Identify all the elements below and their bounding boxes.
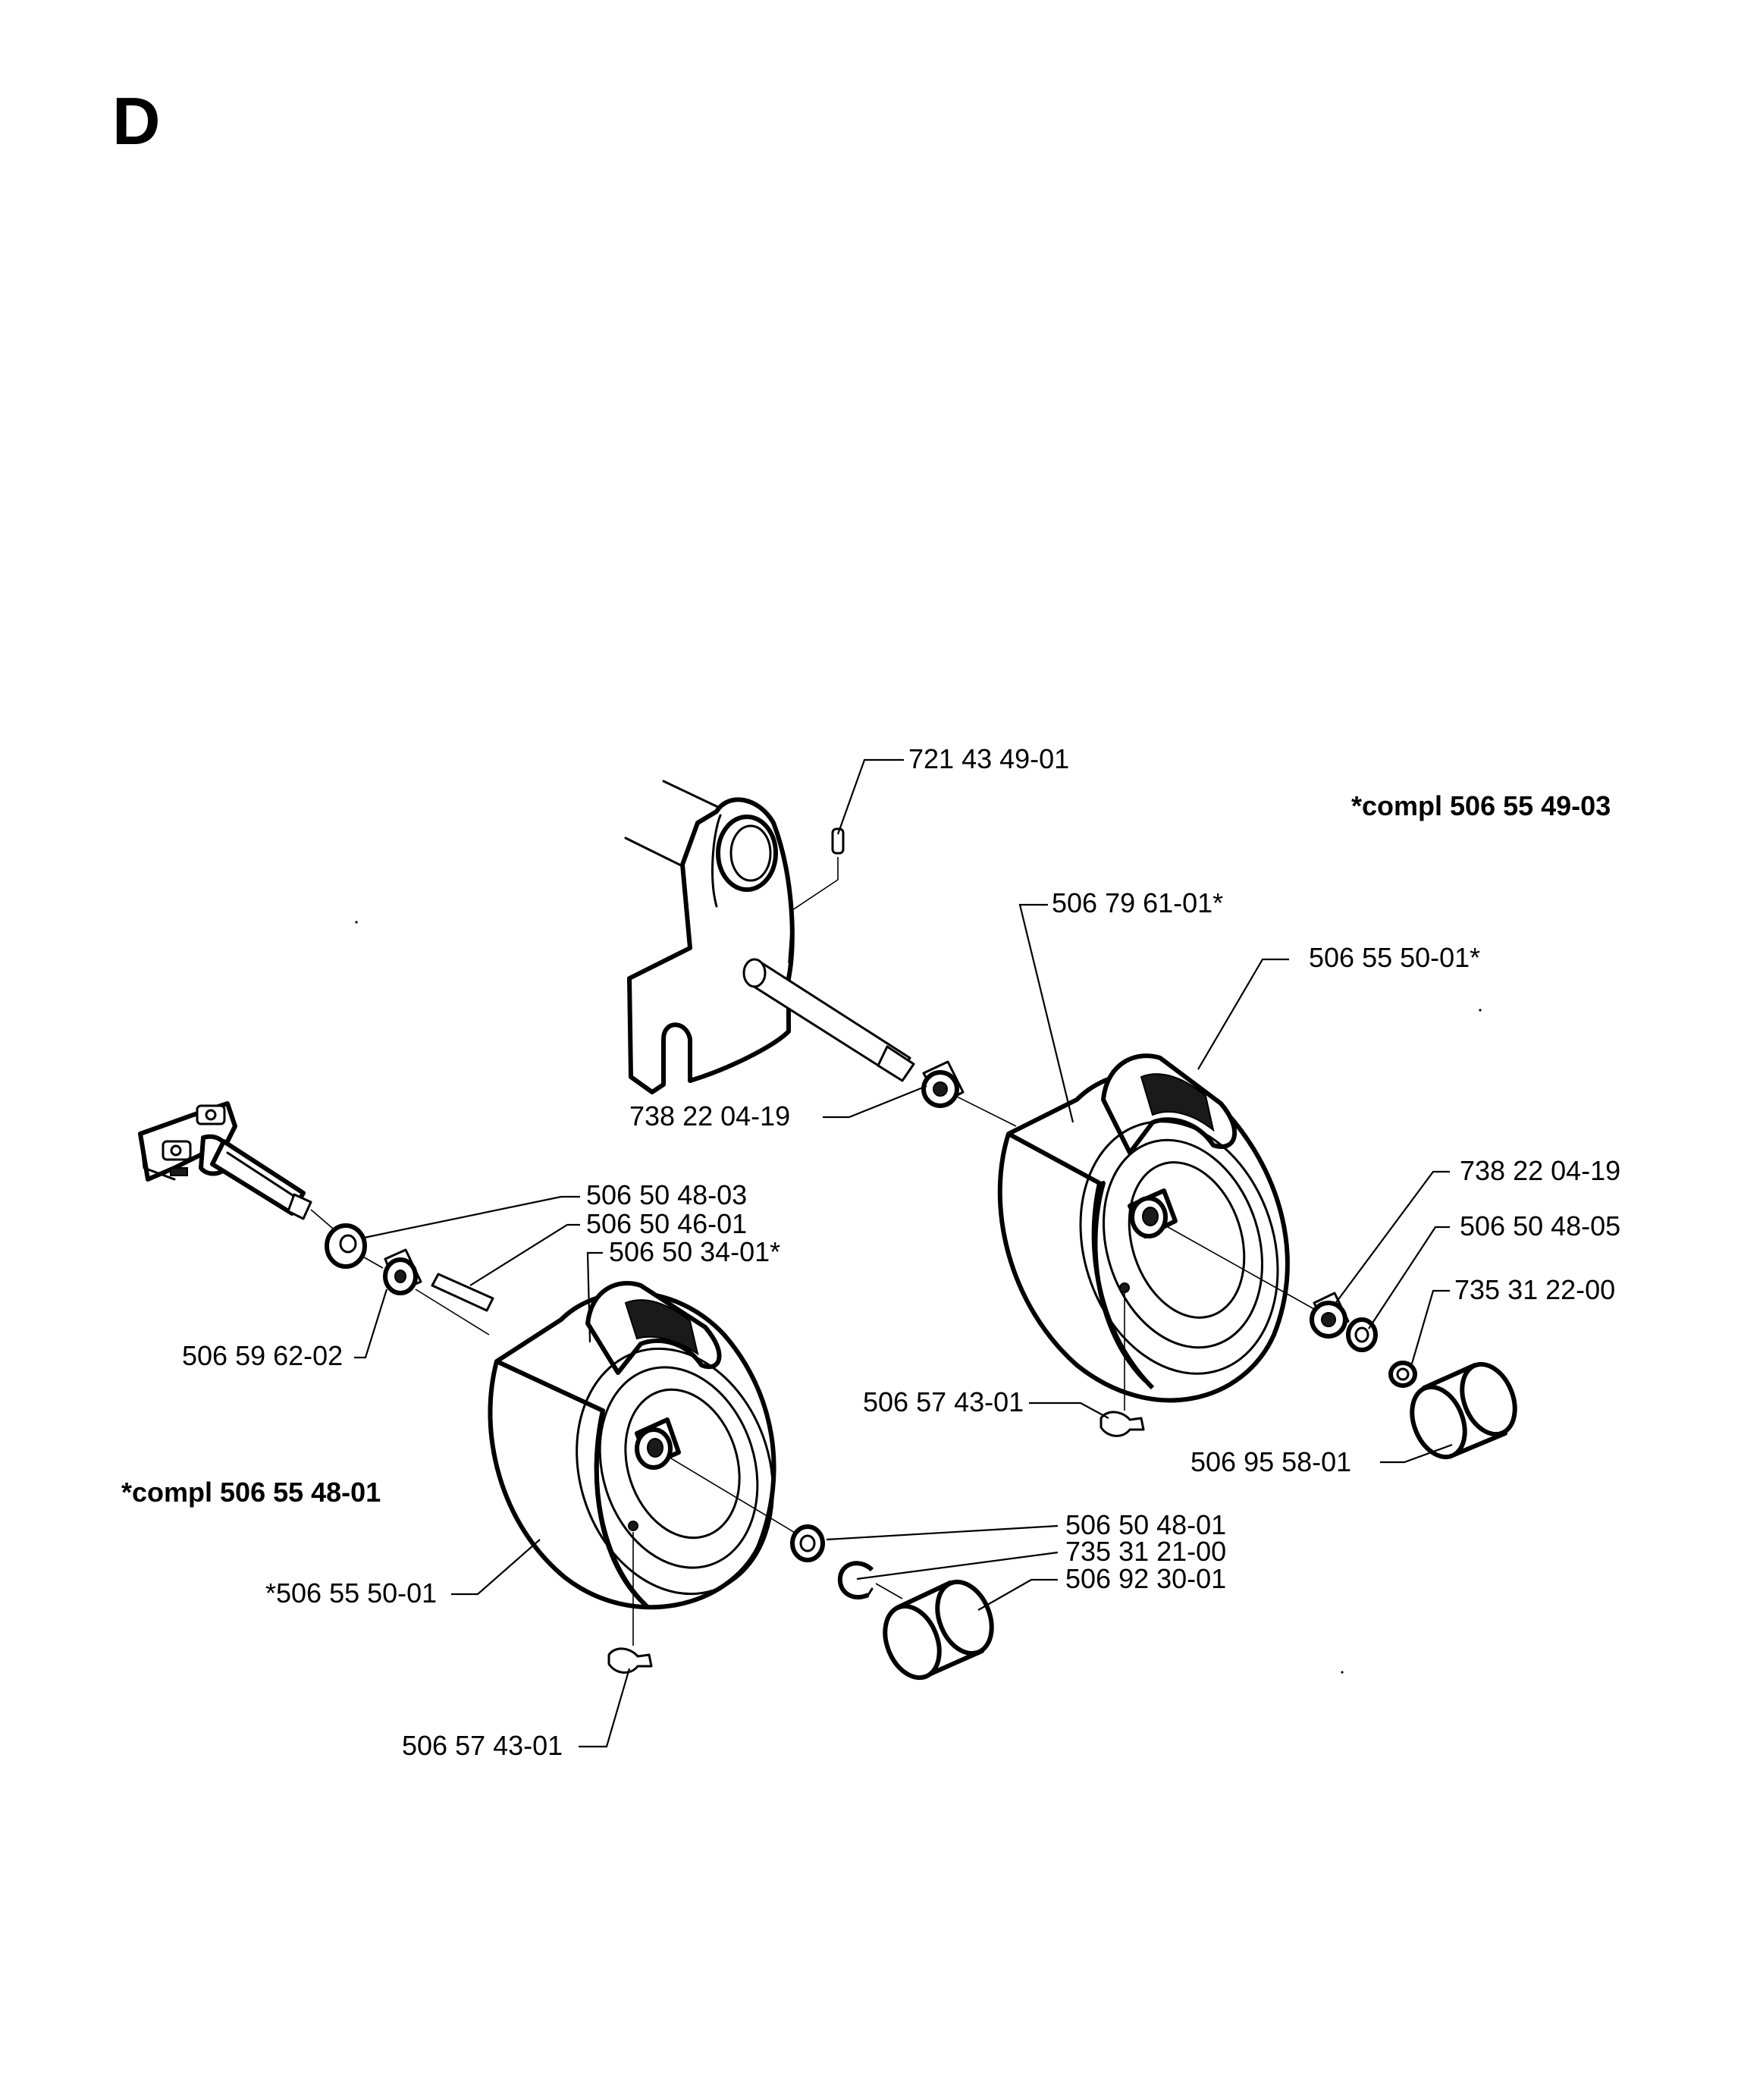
clip-left (837, 1561, 874, 1600)
bearing-axle (921, 1060, 965, 1108)
callout-506-92-30-01: 506 92 30-01 (1065, 1563, 1226, 1594)
callout-506-57-43-01-left: 506 57 43-01 (402, 1730, 563, 1761)
assembly-label-left: *compl 506 55 48-01 (121, 1477, 381, 1508)
washer-left-hub (790, 1524, 825, 1562)
callout-738-22-04-19-right: 738 22 04-19 (1460, 1155, 1620, 1186)
callout-506-50-46-01: 506 50 46-01 (586, 1208, 747, 1239)
left-wheel (488, 1281, 776, 1610)
leader-lines (354, 758, 1453, 1748)
right-wheel (997, 1053, 1290, 1403)
hub-cap-left (883, 1579, 994, 1681)
axle-bracket (624, 780, 795, 1094)
valve-cap-right (1100, 1293, 1145, 1437)
callout-721-43-49-01: 721 43 49-01 (908, 743, 1069, 774)
bearing-right (1310, 1292, 1350, 1339)
axle-shaft (742, 958, 915, 1082)
callout-506-50-48-03: 506 50 48-03 (586, 1179, 747, 1210)
key-left (431, 1273, 494, 1312)
left-shaft (210, 1139, 312, 1220)
callout-738-22-04-19-axle: 738 22 04-19 (629, 1100, 790, 1132)
callout-506-50-34-01: 506 50 34-01* (609, 1236, 780, 1267)
valve-cap-left (607, 1532, 653, 1674)
callout-506-59-62-02: 506 59 62-02 (182, 1340, 343, 1371)
callout-506-79-61-01: 506 79 61-01* (1052, 887, 1223, 918)
callout-506-95-58-01: 506 95 58-01 (1190, 1446, 1351, 1477)
bushing-left (383, 1248, 422, 1295)
sheet-letter: D (112, 83, 161, 159)
callout-735-31-21-00: 735 31 21-00 (1065, 1536, 1226, 1567)
callout-735-31-22-00: 735 31 22-00 (1454, 1274, 1615, 1305)
stray-dot (1479, 1009, 1482, 1012)
washer-left-shaft (325, 1223, 367, 1269)
callout-506-55-50-01-left: *506 55 50-01 (265, 1577, 437, 1609)
stray-dot (1341, 1671, 1344, 1674)
hub-cap-right (1410, 1361, 1517, 1460)
clip-right (1388, 1361, 1417, 1388)
callout-506-50-48-01: 506 50 48-01 (1065, 1509, 1226, 1540)
stray-dot (355, 921, 358, 924)
roll-pin (788, 827, 845, 964)
callout-506-50-48-05: 506 50 48-05 (1460, 1210, 1620, 1241)
callout-506-55-50-01-right: 506 55 50-01* (1309, 942, 1480, 973)
assembly-label-right: *compl 506 55 49-03 (1351, 790, 1611, 821)
callout-506-57-43-01-right: 506 57 43-01 (863, 1386, 1024, 1417)
